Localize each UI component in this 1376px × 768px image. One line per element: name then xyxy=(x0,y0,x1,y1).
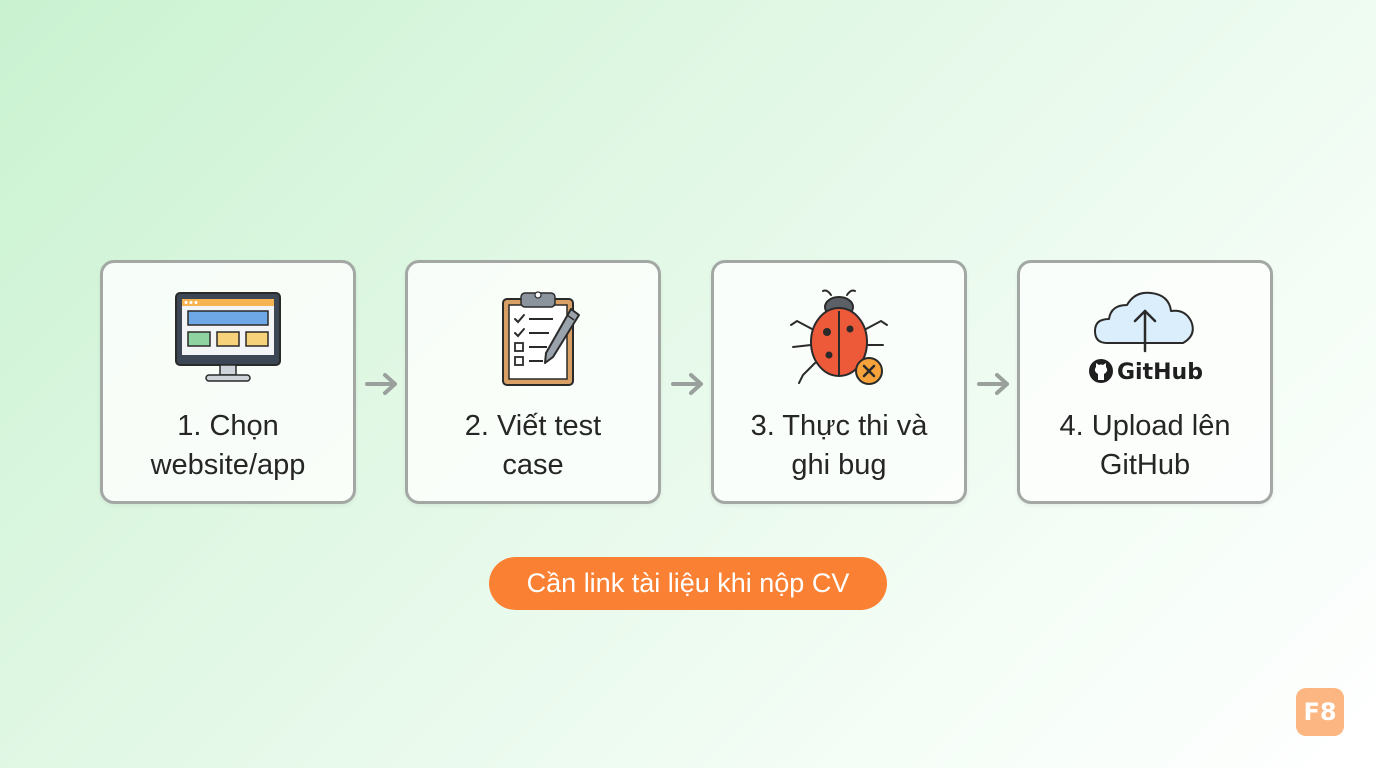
f8-logo: F8 xyxy=(1296,688,1344,736)
clipboard-checklist-icon xyxy=(473,287,593,387)
step-label: 3. Thực thi và ghi bug xyxy=(750,410,928,481)
step-card-choose-app: 1. Chọn website/app xyxy=(100,260,356,504)
arrow-right-icon xyxy=(364,370,400,398)
step-label: 2. Viết test case xyxy=(464,410,602,481)
cloud-upload-github-icon: GitHub xyxy=(1085,287,1205,387)
bug-icon xyxy=(779,287,899,387)
arrow-right-icon xyxy=(976,370,1012,398)
note-badge: Cần link tài liệu khi nộp CV xyxy=(489,557,887,610)
step-label: 4. Upload lên GitHub xyxy=(1059,410,1231,481)
arrow-right-icon xyxy=(670,370,706,398)
monitor-icon xyxy=(168,287,288,387)
step-card-upload-github: GitHub 4. Upload lên GitHub xyxy=(1017,260,1273,504)
step-label: 1. Chọn website/app xyxy=(150,410,306,481)
step-card-execute-log-bug: 3. Thực thi và ghi bug xyxy=(711,260,967,504)
step-card-write-test-case: 2. Viết test case xyxy=(405,260,661,504)
github-wordmark: GitHub xyxy=(1117,360,1203,385)
